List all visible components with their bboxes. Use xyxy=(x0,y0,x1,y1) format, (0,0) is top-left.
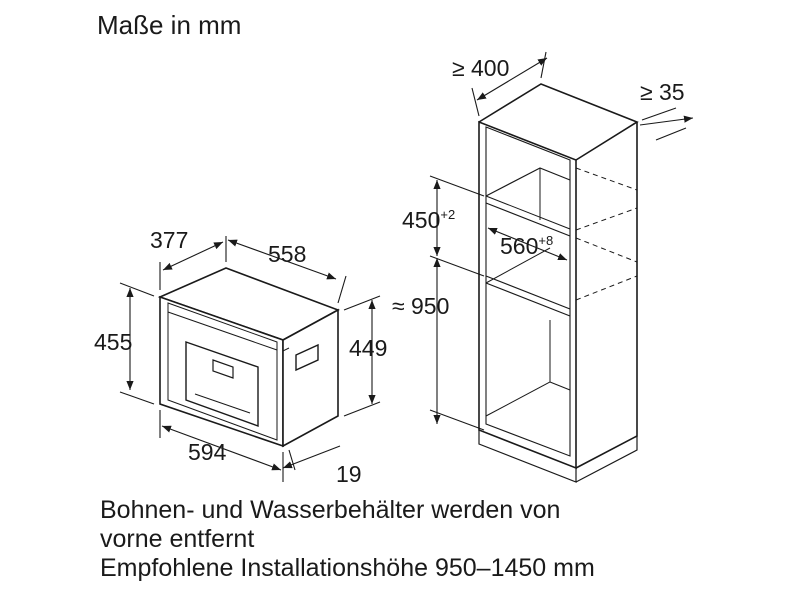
label-height-side: 449 xyxy=(349,335,387,361)
dim-line-35 xyxy=(639,115,694,126)
cabinet-dimensions xyxy=(429,51,694,431)
label-width-top: 558 xyxy=(268,241,306,267)
dim-line-377 xyxy=(162,241,224,271)
label-niche-width: 560+8 xyxy=(500,233,553,259)
installation-notes: Bohnen- und Wasserbehälter werden von vo… xyxy=(100,496,595,583)
label-width-front: 594 xyxy=(188,439,227,465)
hidden-lines xyxy=(575,167,638,301)
dispenser xyxy=(212,359,234,379)
cabinet-side xyxy=(575,122,638,469)
cabinet-drawing xyxy=(478,83,639,483)
dim-line-19 xyxy=(282,445,341,469)
label-depth: 377 xyxy=(150,227,188,253)
note-line-1: Bohnen- und Wasserbehälter werden von xyxy=(100,496,561,524)
appliance-drawing xyxy=(157,267,340,448)
label-height-front: 455 xyxy=(94,329,132,355)
appliance-dimensions xyxy=(119,236,381,482)
niche-floor xyxy=(485,275,571,310)
appliance-side-face xyxy=(282,308,339,448)
dim-line-400 xyxy=(476,57,548,101)
cabinet-top xyxy=(478,83,639,161)
control-strip xyxy=(167,311,278,351)
side-handle xyxy=(295,343,319,372)
note-line-3: Empfohlene Installationshöhe 950–1450 mm xyxy=(100,554,595,582)
dim-line-558 xyxy=(227,239,337,280)
label-total-height: ≈ 950 xyxy=(392,293,449,319)
label-gap: ≥ 35 xyxy=(640,79,685,105)
label-panel: 19 xyxy=(336,461,362,487)
label-cabinet-width: ≥ 400 xyxy=(452,55,509,81)
dim-line-594 xyxy=(161,425,282,471)
upper-shelf xyxy=(485,167,571,197)
dim-line-560 xyxy=(487,227,568,261)
page-title: Maße in mm xyxy=(97,10,242,40)
label-niche-height: 450+2 xyxy=(402,207,455,233)
cabinet-plinth xyxy=(478,430,577,483)
note-line-2: vorne entfernt xyxy=(100,525,255,553)
